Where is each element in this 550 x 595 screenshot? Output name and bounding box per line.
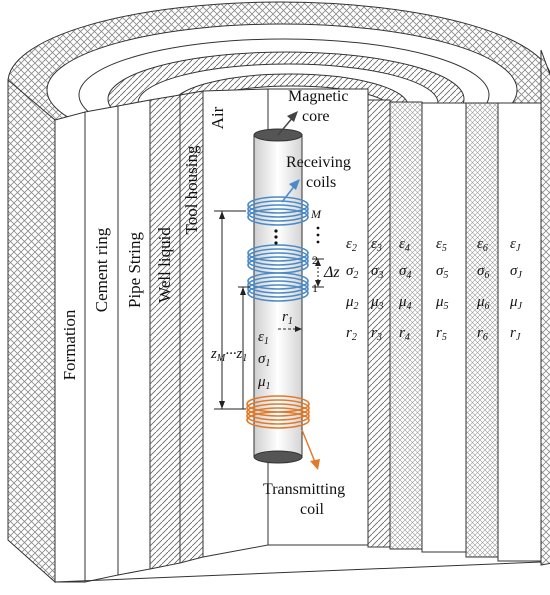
transmitting-label-2: coil: [300, 501, 325, 518]
dot-2: [274, 235, 278, 239]
param-r-1: r3: [371, 325, 382, 343]
strip-r-cross-1: [389, 101, 423, 550]
strip-r-white-3: [497, 102, 542, 562]
label-well: Well liquid: [155, 227, 174, 303]
param-eps-0: ε2: [346, 236, 357, 254]
param-r-3: r5: [436, 325, 447, 343]
delta-z-label: Δz: [323, 264, 340, 281]
label-pipe: Pipe String: [125, 231, 144, 308]
strip-cement: [84, 105, 119, 583]
param-sig-1: σ3: [371, 263, 383, 281]
transmitting-arrow: [301, 429, 316, 463]
param-sig-2: σ4: [399, 263, 411, 281]
label-tool: Tool housing: [182, 145, 201, 235]
param-mu-5: μJ: [509, 294, 523, 312]
core-param-1: σ1: [258, 351, 270, 369]
outer-left-band: [7, 78, 56, 584]
layer-labels: Formation Cement ring Pipe String Well l…: [60, 106, 227, 380]
transmitting-arrowhead: [310, 459, 320, 470]
magnetic-arrowhead: [287, 111, 298, 122]
dot-1: [274, 229, 278, 233]
param-sig-3: σ5: [436, 263, 448, 281]
param-table: ε2 σ2 μ2 r2 ε3 σ3 μ3 r3 ε4 σ4 μ4 r4 ε5 σ5 μ5 r5 ε6 σ6 μ6 r6…: [345, 236, 523, 343]
param-sig-5: σJ: [510, 263, 522, 281]
coil-2: [247, 244, 309, 274]
param-mu-3: μ5: [435, 294, 449, 312]
bottom-edge: [54, 561, 542, 583]
delta-z-bracket: [312, 258, 324, 288]
param-eps-2: ε4: [399, 236, 410, 254]
coil-M: [247, 196, 309, 226]
z-label: zM···z1: [210, 346, 247, 364]
param-mu-1: μ3: [370, 294, 384, 312]
strip-r-grey: [465, 102, 499, 558]
receiving-label-2: coils: [306, 174, 336, 191]
z-dimensions: [214, 210, 250, 410]
annotations: Magnetic core Receiving coils Transmitti…: [210, 88, 351, 518]
label-air: Air: [208, 106, 227, 129]
param-mu-4: μ6: [476, 294, 490, 312]
transmitting-label-1: Transmitting: [263, 481, 345, 498]
param-sig-4: σ6: [477, 263, 489, 281]
dot-3: [274, 241, 278, 245]
label-cement: Cement ring: [92, 227, 111, 312]
param-mu-0: μ2: [345, 294, 359, 312]
param-eps-1: ε3: [371, 236, 382, 254]
coil-M-index: M: [310, 207, 322, 221]
strip-r-white-2: [421, 102, 467, 553]
param-mu-2: μ4: [398, 294, 412, 312]
strip-r-hatch-1: [367, 99, 391, 548]
param-eps-3: ε5: [436, 236, 447, 254]
param-r-5: rJ: [510, 325, 521, 343]
param-eps-4: ε6: [477, 236, 488, 254]
receiving-label-1: Receiving: [286, 154, 351, 171]
core-param-2: μ1: [257, 374, 271, 392]
outer-right-band: [540, 49, 550, 566]
receiving-coils: [247, 196, 309, 302]
index-dots: [316, 226, 320, 244]
core-param-0: ε1: [258, 329, 269, 347]
transmitting-coil: [246, 395, 310, 429]
param-r-0: r2: [346, 325, 357, 343]
arrows: [277, 111, 320, 470]
strip-pipe: [117, 99, 151, 576]
param-r-2: r4: [399, 325, 410, 343]
r1-label: r1: [282, 309, 293, 327]
core-params: ε1 σ1 μ1: [257, 329, 271, 392]
magnetic-label-1: Magnetic: [288, 88, 348, 105]
magnetic-label-2: core: [302, 108, 330, 125]
strip-well: [149, 94, 181, 570]
label-formation: Formation: [60, 309, 79, 380]
coil-2-index: 2: [312, 253, 318, 267]
receiving-arrowhead: [289, 179, 300, 190]
r1-indicator: [278, 326, 302, 332]
coil-1-index: 1: [312, 281, 318, 295]
param-sig-0: σ2: [346, 263, 358, 281]
left-cut-face: [54, 88, 269, 583]
core-bottom-cap: [253, 450, 303, 464]
param-eps-5: εJ: [510, 236, 521, 254]
coil-1: [247, 272, 309, 302]
param-r-4: r6: [477, 325, 488, 343]
